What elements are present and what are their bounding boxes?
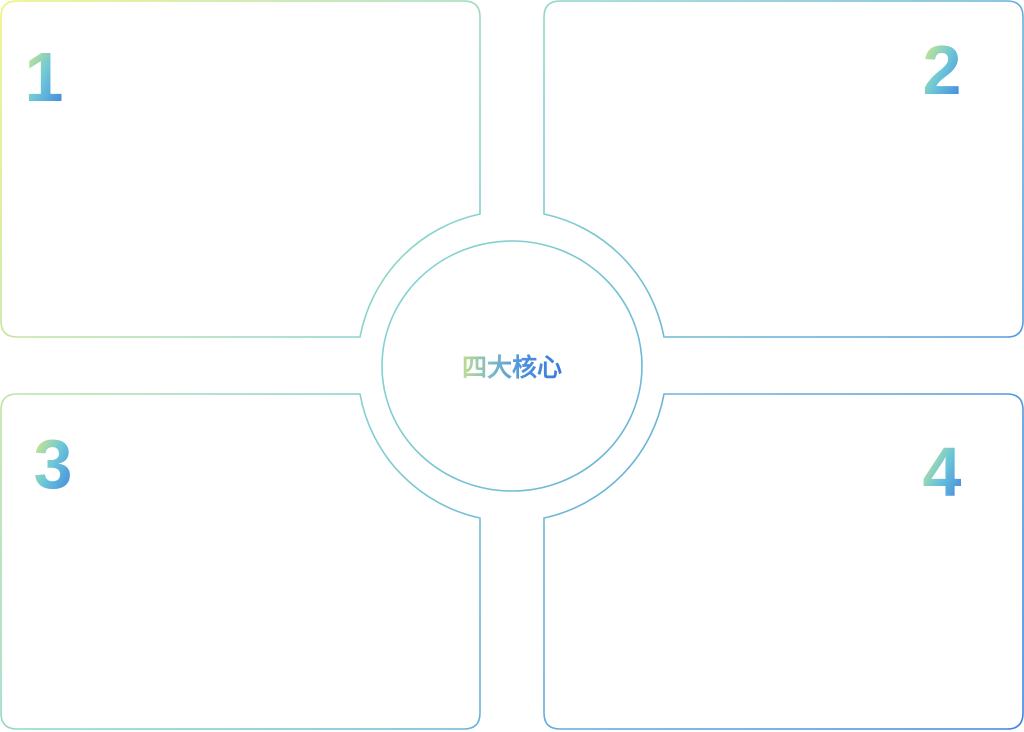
- panel-2: [543, 0, 1024, 338]
- panel-3-number: 3: [34, 425, 73, 503]
- center-title: 四大核心: [462, 353, 562, 382]
- panel-1: [0, 0, 481, 338]
- panel-2-number: 2: [923, 31, 962, 109]
- panel-1-number: 1: [25, 38, 64, 116]
- center-circle: [381, 240, 643, 492]
- panel-3: [0, 393, 481, 730]
- panel-4: [543, 393, 1024, 730]
- panel-4-number: 4: [923, 433, 962, 511]
